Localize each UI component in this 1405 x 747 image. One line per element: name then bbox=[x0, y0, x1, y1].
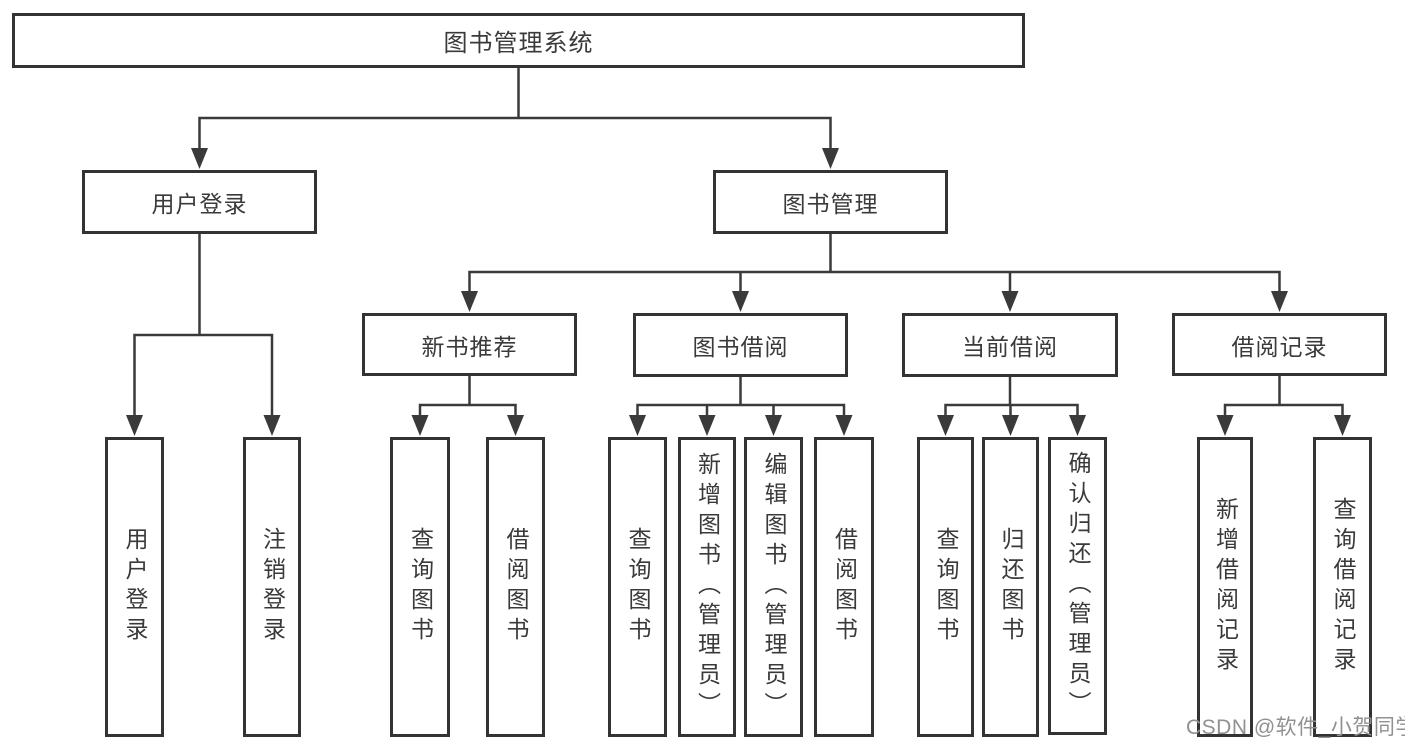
arrow-down-icon bbox=[937, 415, 954, 436]
node-leaf-borrow-books-rec: 借阅图书 bbox=[486, 437, 545, 737]
edge-book-mgmt bbox=[461, 234, 1288, 312]
node-leaf-query-books-current: 查询图书 bbox=[917, 437, 974, 737]
arrow-down-icon bbox=[1334, 415, 1351, 436]
edge-root bbox=[191, 68, 839, 169]
node-leaf-logout: 注销登录 bbox=[243, 437, 301, 737]
edge-new-book-rec bbox=[411, 376, 524, 436]
node-leaf-user-login: 用户登录 bbox=[105, 437, 164, 737]
arrow-down-icon bbox=[698, 415, 716, 436]
node-leaf-query-books-borrow: 查询图书 bbox=[608, 437, 667, 737]
node-label: 图书管理 bbox=[782, 191, 879, 217]
node-label: 编辑图书（管理员） bbox=[761, 452, 787, 722]
node-label: 用户登录 bbox=[122, 527, 148, 647]
node-label: 查询借阅记录 bbox=[1330, 497, 1356, 677]
arrow-down-icon bbox=[1069, 415, 1086, 436]
arrow-down-icon bbox=[126, 415, 143, 436]
node-label: 图书管理系统 bbox=[443, 30, 594, 57]
node-root: 图书管理系统 bbox=[12, 13, 1025, 68]
arrow-down-icon bbox=[765, 415, 782, 436]
arrow-down-icon bbox=[191, 148, 208, 169]
arrow-down-icon bbox=[822, 148, 839, 169]
node-label: 确认归还（管理员） bbox=[1065, 451, 1091, 721]
arrow-down-icon bbox=[507, 415, 524, 436]
node-leaf-query-borrow-record: 查询借阅记录 bbox=[1313, 437, 1372, 737]
node-label: 查询图书 bbox=[933, 527, 959, 647]
node-label: 新增图书（管理员） bbox=[694, 452, 721, 722]
node-label: 归还图书 bbox=[998, 527, 1024, 647]
arrow-down-icon bbox=[461, 291, 478, 312]
node-book-borrow: 图书借阅 bbox=[633, 313, 848, 377]
node-leaf-add-borrow-record: 新增借阅记录 bbox=[1197, 437, 1253, 737]
node-leaf-add-book-admin: 新增图书（管理员） bbox=[678, 437, 736, 737]
node-leaf-confirm-return: 确认归还（管理员） bbox=[1048, 437, 1107, 735]
node-book-mgmt: 图书管理 bbox=[713, 170, 948, 234]
arrow-down-icon bbox=[1271, 291, 1288, 312]
edge-borrow-records bbox=[1216, 376, 1351, 436]
arrow-down-icon bbox=[411, 415, 429, 436]
node-label: 图书借阅 bbox=[692, 334, 789, 360]
node-leaf-query-books-rec: 查询图书 bbox=[390, 437, 450, 737]
node-label: 注销登录 bbox=[259, 527, 286, 647]
node-label: 新增借阅记录 bbox=[1212, 497, 1239, 677]
node-borrow-records: 借阅记录 bbox=[1172, 313, 1387, 376]
arrow-down-icon bbox=[629, 415, 646, 436]
node-new-book-rec: 新书推荐 bbox=[362, 313, 577, 376]
arrow-down-icon bbox=[1001, 291, 1019, 312]
node-label: 当前借阅 bbox=[962, 334, 1058, 360]
edge-book-borrow bbox=[629, 377, 853, 436]
arrow-down-icon bbox=[1216, 415, 1234, 436]
node-label: 借阅记录 bbox=[1231, 333, 1328, 360]
node-current-borrow: 当前借阅 bbox=[902, 313, 1118, 377]
node-label: 借阅图书 bbox=[503, 527, 529, 647]
node-label: 新书推荐 bbox=[421, 333, 518, 360]
node-label: 借阅图书 bbox=[831, 527, 858, 647]
watermark-text: CSDN @软件_小贺同学 bbox=[1186, 716, 1405, 739]
node-leaf-edit-book-admin: 编辑图书（管理员） bbox=[744, 437, 803, 737]
node-label: 用户登录 bbox=[151, 191, 248, 217]
arrow-down-icon bbox=[1002, 415, 1019, 436]
node-label: 查询图书 bbox=[407, 527, 434, 647]
node-label: 查询图书 bbox=[625, 527, 651, 647]
arrow-down-icon bbox=[835, 415, 853, 436]
edge-user-login bbox=[126, 234, 281, 436]
node-leaf-borrow-books-borrow: 借阅图书 bbox=[814, 437, 874, 737]
arrow-down-icon bbox=[263, 415, 281, 436]
edge-current-borrow bbox=[937, 377, 1086, 436]
node-user-login: 用户登录 bbox=[82, 170, 317, 234]
node-leaf-return-books: 归还图书 bbox=[982, 437, 1039, 737]
arrow-down-icon bbox=[732, 291, 749, 312]
